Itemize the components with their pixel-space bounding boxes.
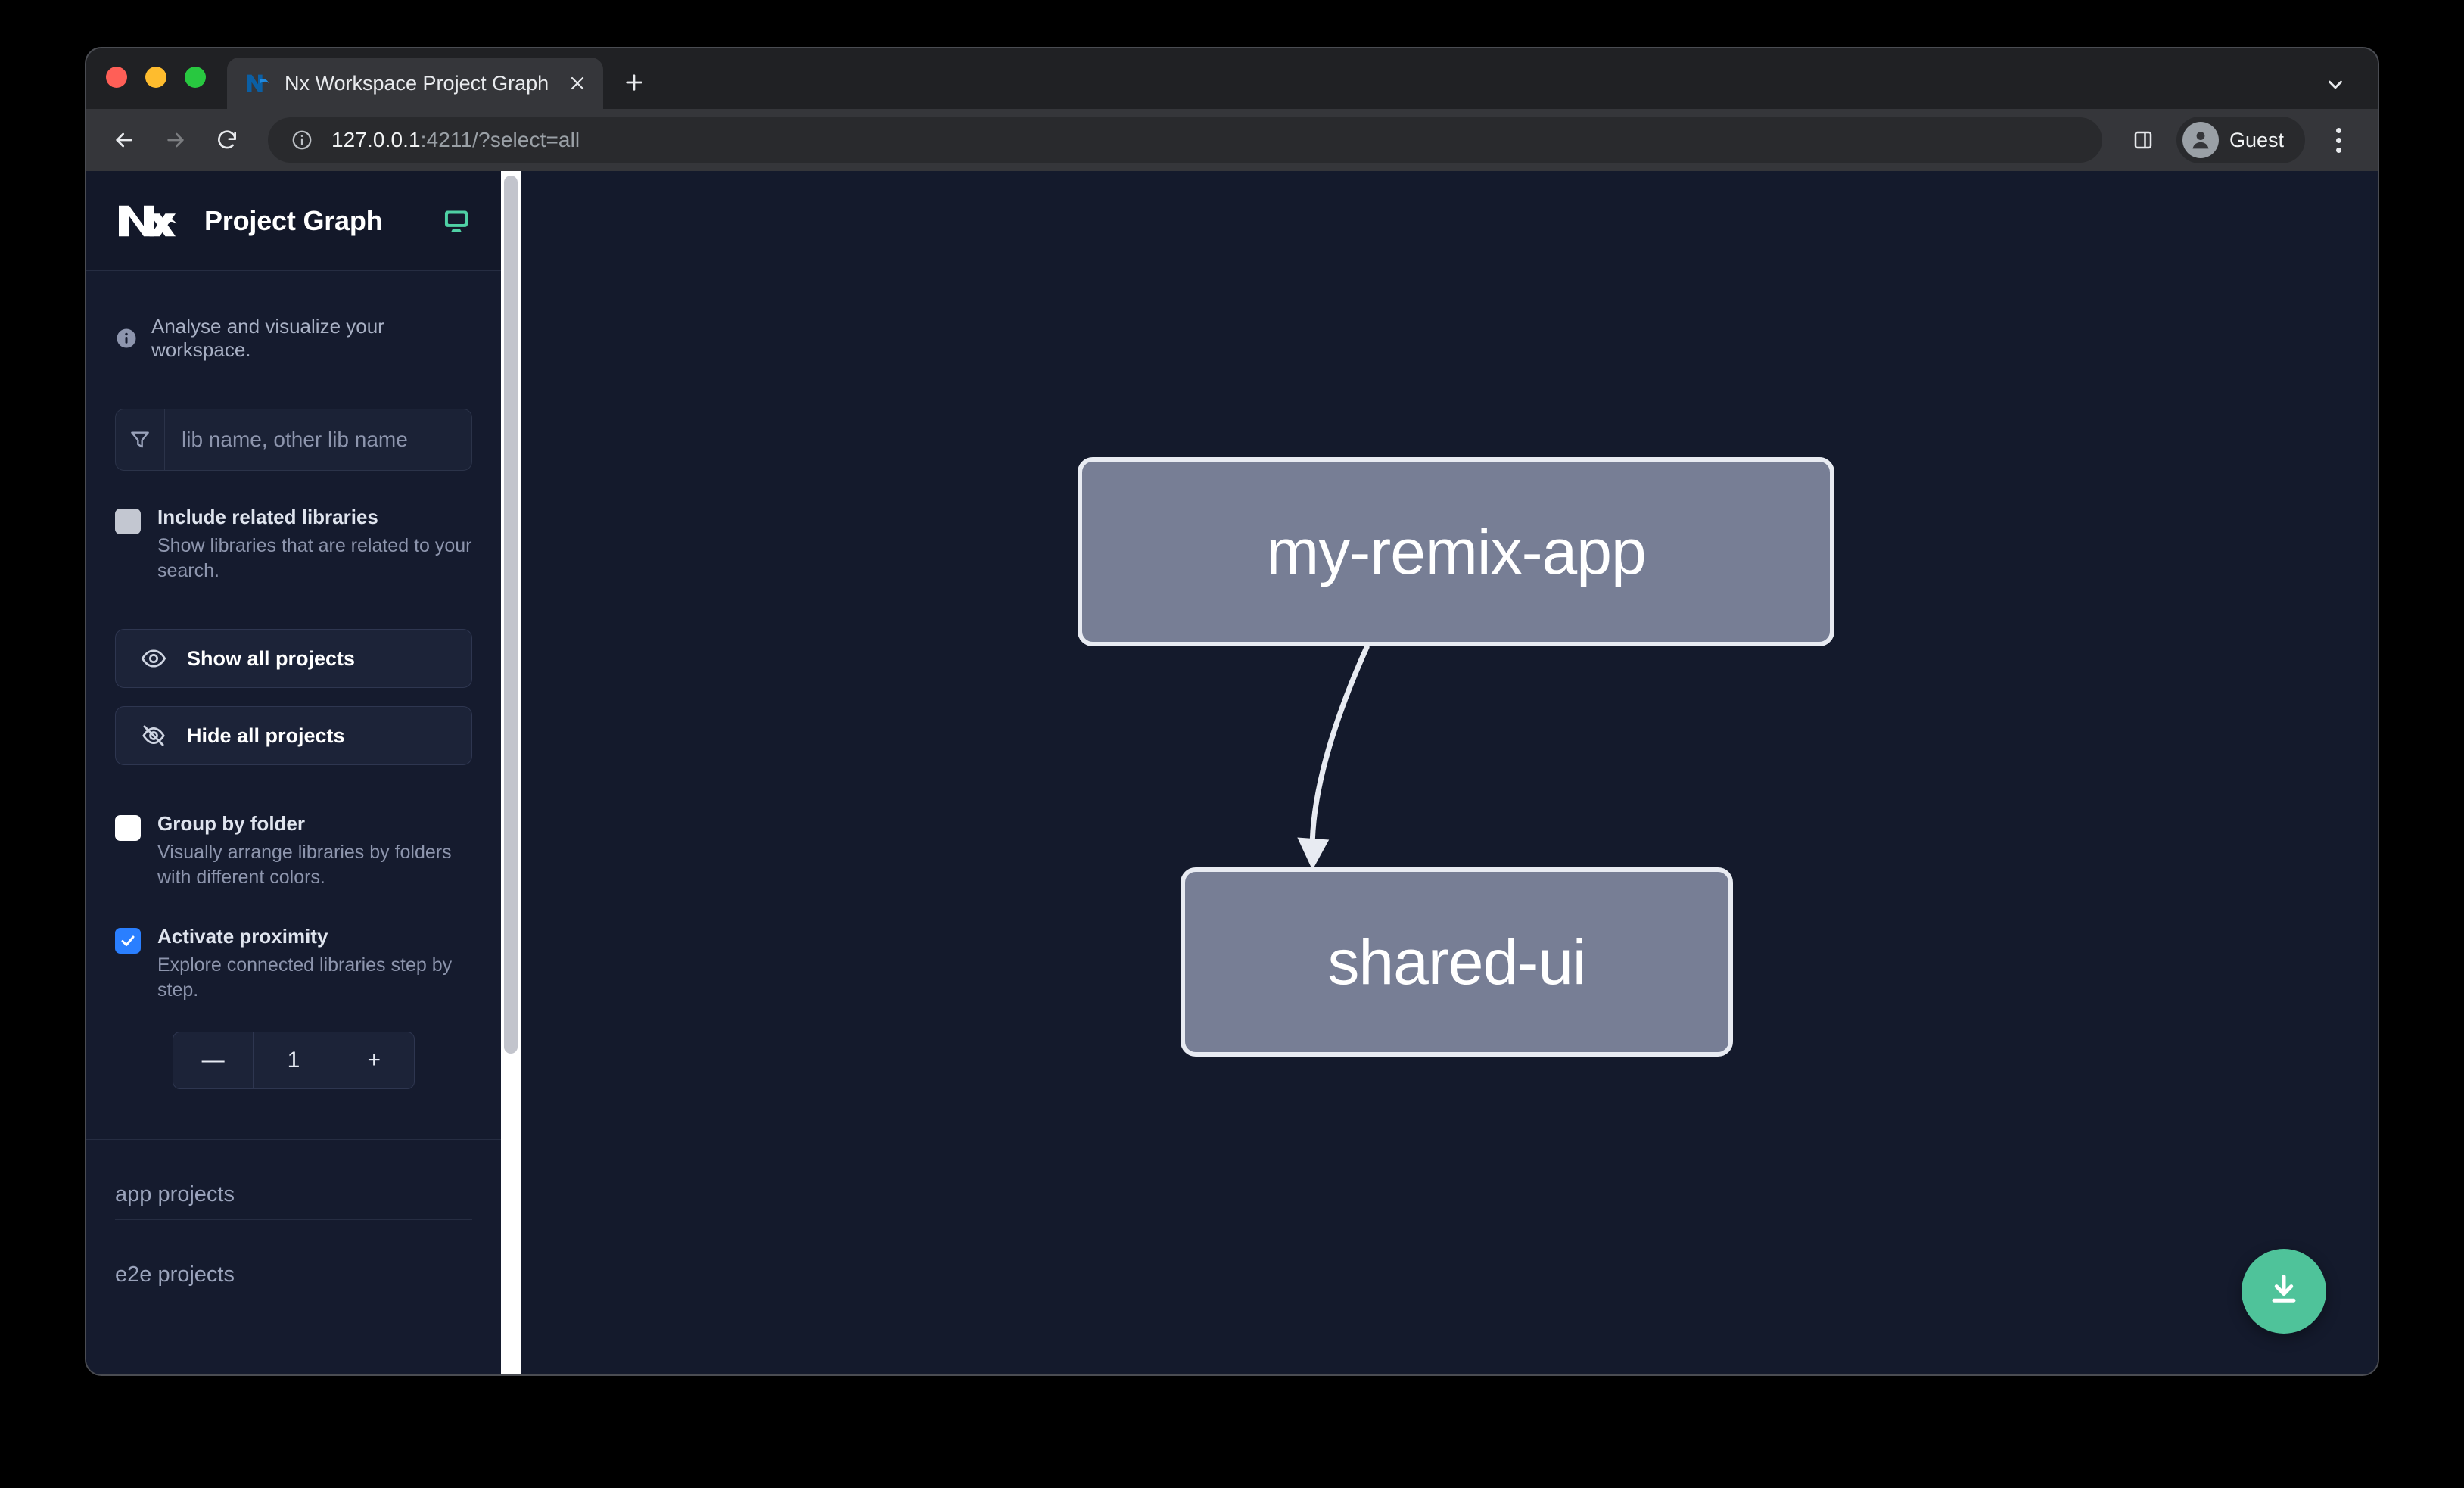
url-path: :4211/?select=all	[420, 128, 580, 151]
node-label: my-remix-app	[1266, 515, 1646, 587]
proximity-decrement-button[interactable]: —	[201, 1048, 225, 1072]
browser-window: Nx Workspace Project Graph	[85, 47, 2379, 1376]
close-icon[interactable]	[562, 68, 593, 98]
page-content: Project Graph	[86, 171, 2378, 1374]
sidebar-scrollbar-track[interactable]	[501, 171, 521, 1374]
proximity-value: 1	[253, 1032, 333, 1088]
arrow-left-icon[interactable]	[101, 117, 147, 163]
eye-icon	[140, 645, 167, 672]
eye-off-icon	[140, 722, 167, 749]
button-label: Hide all projects	[187, 724, 345, 747]
maximize-window-button[interactable]	[185, 67, 206, 88]
sidebar-body: Analyse and visualize your workspace. In…	[86, 271, 501, 1374]
new-tab-button[interactable]	[611, 59, 658, 106]
info-circle-icon[interactable]	[289, 127, 315, 153]
filter-funnel-icon	[116, 409, 165, 470]
url-host: 127.0.0.1	[331, 128, 421, 151]
reload-icon[interactable]	[204, 117, 250, 163]
option-description: Explore connected libraries step by step…	[157, 954, 453, 1001]
show-all-projects-button[interactable]: Show all projects	[115, 629, 472, 688]
download-icon	[2264, 1270, 2304, 1313]
project-group-label: e2e projects	[115, 1262, 235, 1287]
info-icon	[115, 327, 138, 350]
tab-title: Nx Workspace Project Graph	[285, 71, 549, 95]
arrow-right-icon[interactable]	[153, 117, 198, 163]
option-description: Show libraries that are related to your …	[157, 535, 472, 581]
node-label: shared-ui	[1327, 926, 1586, 998]
graph-node-shared-ui[interactable]: shared-ui	[1181, 867, 1733, 1057]
project-group-label: app projects	[115, 1182, 235, 1206]
browser-tab[interactable]: Nx Workspace Project Graph	[227, 58, 604, 109]
profile-name: Guest	[2229, 128, 2284, 151]
close-window-button[interactable]	[106, 67, 127, 88]
account-avatar-icon	[2182, 122, 2219, 158]
project-graph-canvas[interactable]: my-remix-app shared-ui	[521, 171, 2378, 1374]
option-description: Visually arrange libraries by folders wi…	[157, 842, 452, 888]
sidebar: Project Graph	[86, 171, 501, 1374]
checkbox-activate-proximity[interactable]	[115, 928, 141, 954]
filter-box[interactable]	[115, 409, 472, 471]
project-group-e2e-projects[interactable]: e2e projects	[115, 1262, 472, 1300]
page-title: Project Graph	[204, 204, 383, 236]
sidebar-scrollbar-thumb[interactable]	[504, 176, 518, 1054]
tab-strip: Nx Workspace Project Graph	[86, 48, 2378, 109]
option-activate-proximity[interactable]: Activate proximity Explore connected lib…	[115, 925, 472, 1003]
side-panel-icon[interactable]	[2122, 119, 2164, 161]
proximity-stepper: — 1 +	[173, 1032, 415, 1089]
project-group-app-projects[interactable]: app projects	[115, 1182, 472, 1220]
tagline-text: Analyse and visualize your workspace.	[151, 315, 384, 361]
sidebar-divider	[86, 1139, 501, 1140]
option-group-by-folder[interactable]: Group by folder Visually arrange librari…	[115, 812, 472, 890]
proximity-increment-button[interactable]: +	[333, 1032, 414, 1088]
tagline: Analyse and visualize your workspace.	[115, 315, 472, 362]
graph-node-my-remix-app[interactable]: my-remix-app	[1078, 457, 1834, 646]
nx-favicon-icon	[245, 70, 271, 96]
window-traffic-lights	[106, 48, 227, 109]
nx-logo-icon	[117, 200, 185, 242]
url-text: 127.0.0.1:4211/?select=all	[331, 128, 580, 152]
option-include-related-libraries[interactable]: Include related libraries Show libraries…	[115, 506, 472, 584]
monitor-icon[interactable]	[442, 207, 471, 235]
checkbox-group-by-folder[interactable]	[115, 815, 141, 841]
edge-my-remix-app-to-shared-ui	[1297, 644, 1370, 870]
option-label: Group by folder	[157, 812, 305, 835]
option-label: Include related libraries	[157, 506, 378, 528]
option-label: Activate proximity	[157, 925, 328, 948]
download-graph-button[interactable]	[2242, 1249, 2326, 1334]
address-bar[interactable]: 127.0.0.1:4211/?select=all	[268, 117, 2102, 163]
checkbox-include-related-libraries[interactable]	[115, 509, 141, 534]
minimize-window-button[interactable]	[145, 67, 166, 88]
button-label: Show all projects	[187, 646, 356, 670]
chevron-down-icon[interactable]	[2319, 68, 2352, 101]
browser-toolbar: 127.0.0.1:4211/?select=all Guest	[86, 109, 2378, 171]
sidebar-header: Project Graph	[86, 171, 501, 271]
search-input[interactable]	[165, 409, 471, 470]
kebab-menu-icon[interactable]	[2317, 119, 2360, 161]
profile-button[interactable]: Guest	[2176, 117, 2305, 163]
hide-all-projects-button[interactable]: Hide all projects	[115, 706, 472, 765]
graph-edge-layer	[1297, 644, 1370, 870]
